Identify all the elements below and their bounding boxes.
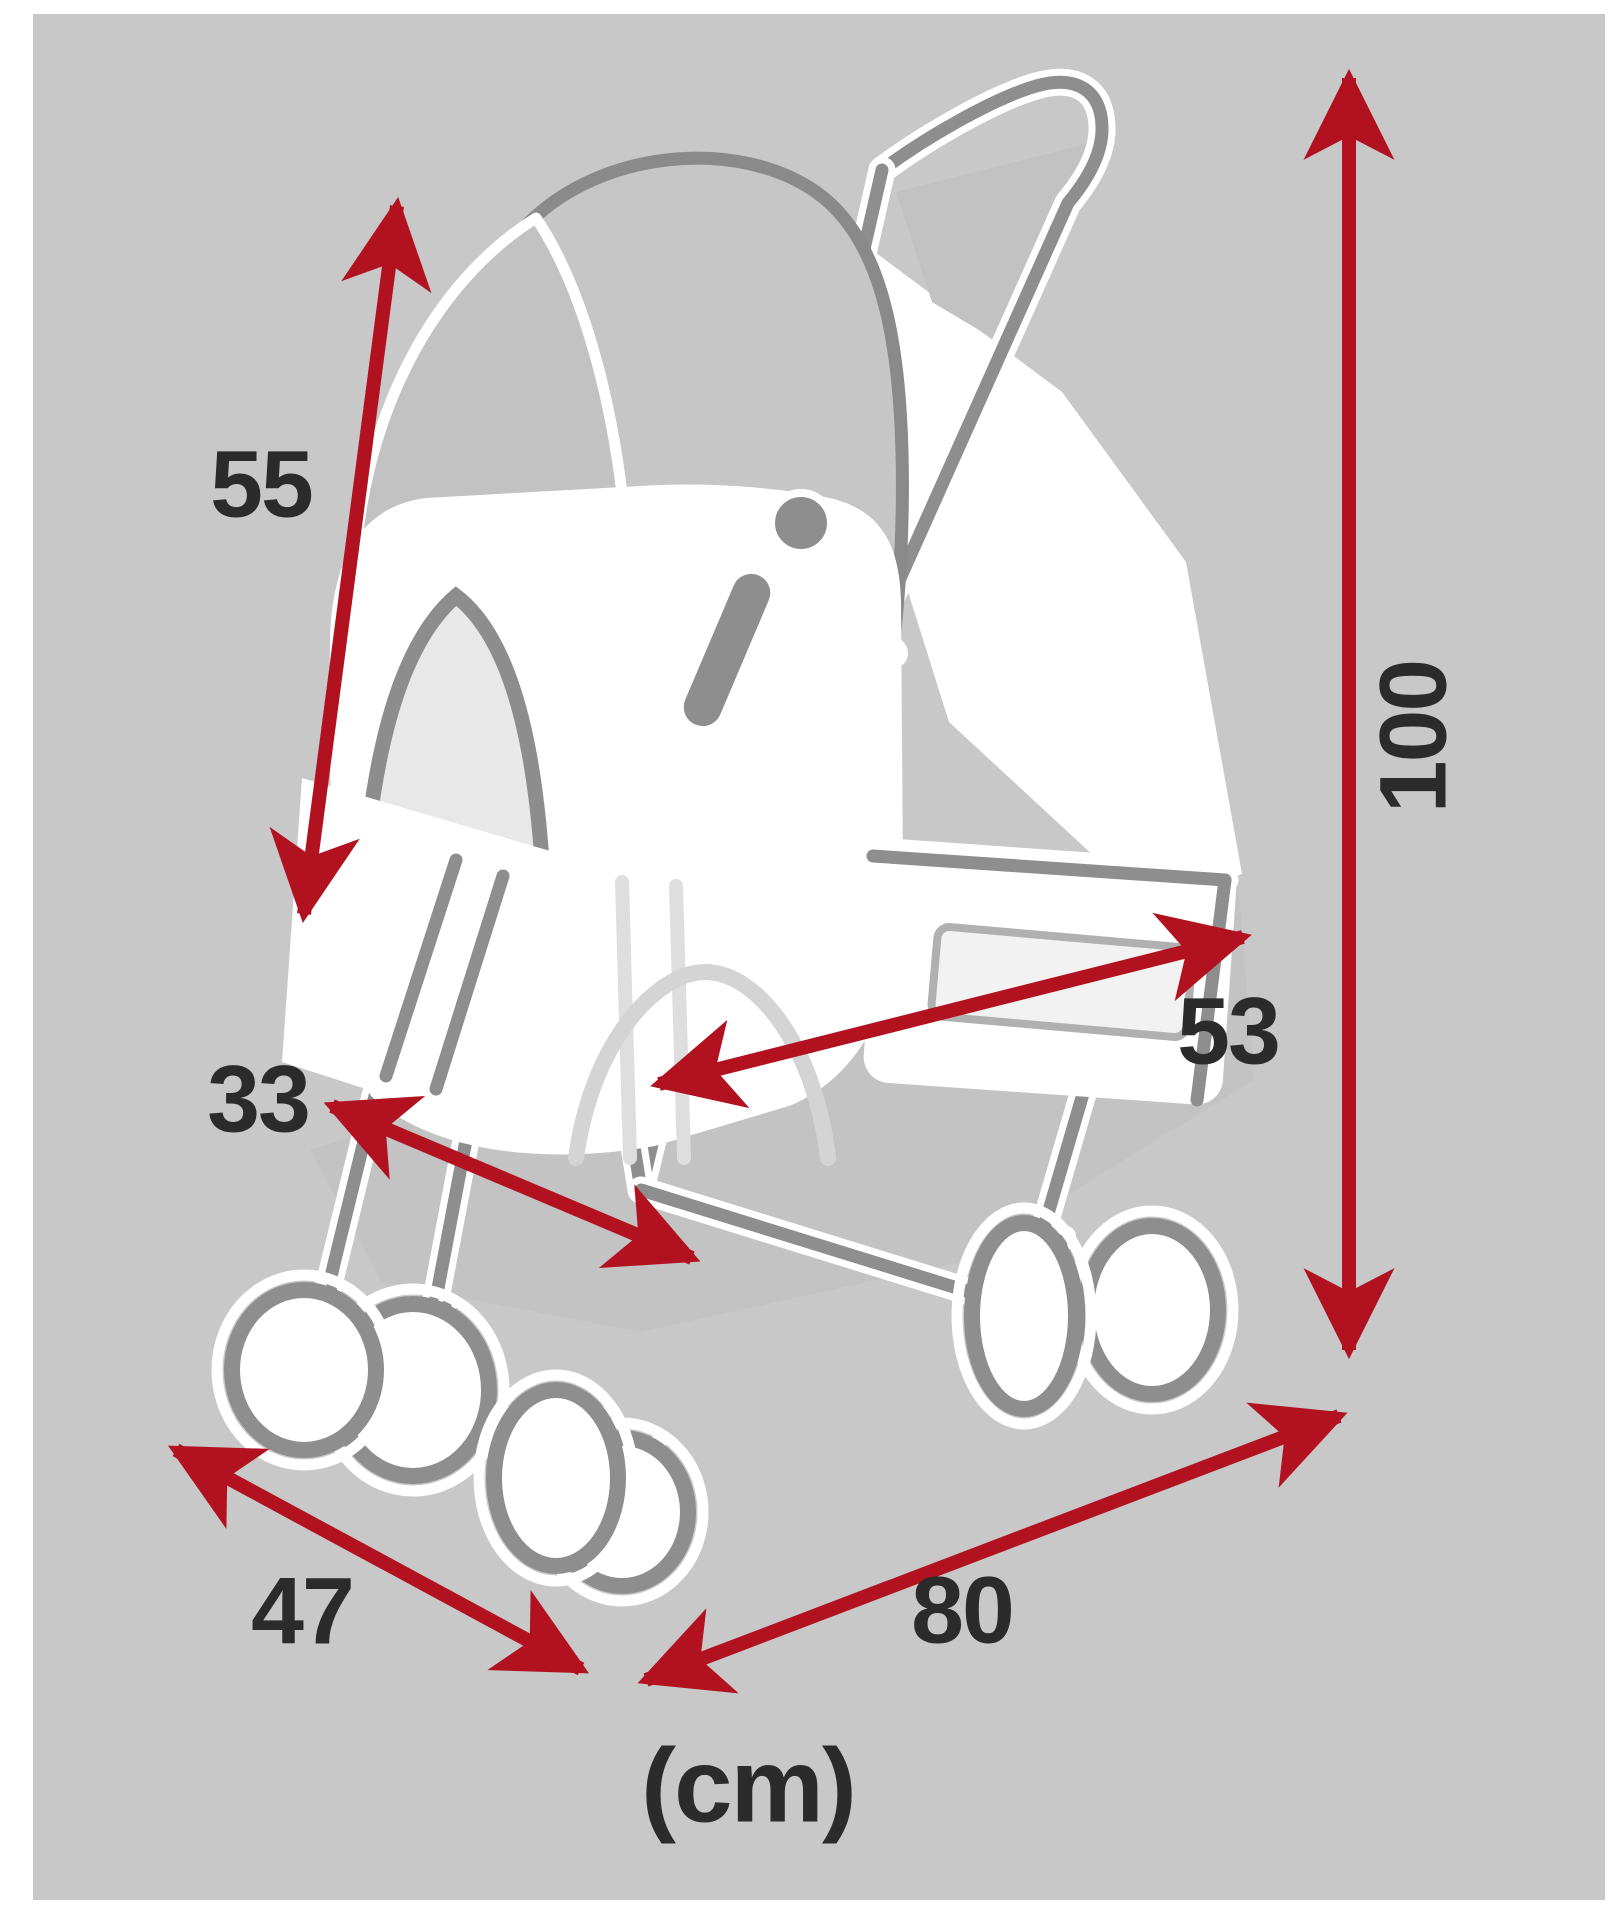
dim-label-hood-height: 55 [210, 431, 314, 538]
arrow-cabin-width [323, 1095, 701, 1269]
dim-label-base-width: 47 [251, 1558, 355, 1665]
unit-label: (cm) [641, 1727, 857, 1845]
bag-strap [429, 869, 510, 1096]
dim-label-cabin-width: 33 [207, 1046, 311, 1153]
interior-seam [669, 879, 691, 1165]
bag-strap [379, 853, 463, 1083]
handle-bar [639, 75, 1109, 1153]
dimension-arrows [167, 68, 1395, 1694]
dim-label-cabin-length: 53 [1177, 978, 1281, 1085]
dim-label-overall-height: 100 [1360, 660, 1467, 814]
arrow-base-width [167, 1443, 590, 1676]
fold-pivot [767, 489, 835, 557]
rear-fabric-panel [840, 226, 1242, 906]
bottom-rail [634, 1183, 1006, 1308]
front-left-wheel-outer [211, 1269, 397, 1471]
fold-grip [675, 565, 779, 735]
arrow-base-length [637, 1402, 1348, 1694]
rear-fabric-shade [896, 142, 1094, 342]
basket-rail [866, 849, 1232, 887]
arrow-hood-height [269, 196, 432, 924]
rear-wheel-outer [951, 1202, 1097, 1430]
arrow-cabin-length [650, 912, 1252, 1109]
front-right-wheel-outer [473, 1369, 639, 1587]
dim-label-base-length: 80 [911, 1557, 1015, 1664]
